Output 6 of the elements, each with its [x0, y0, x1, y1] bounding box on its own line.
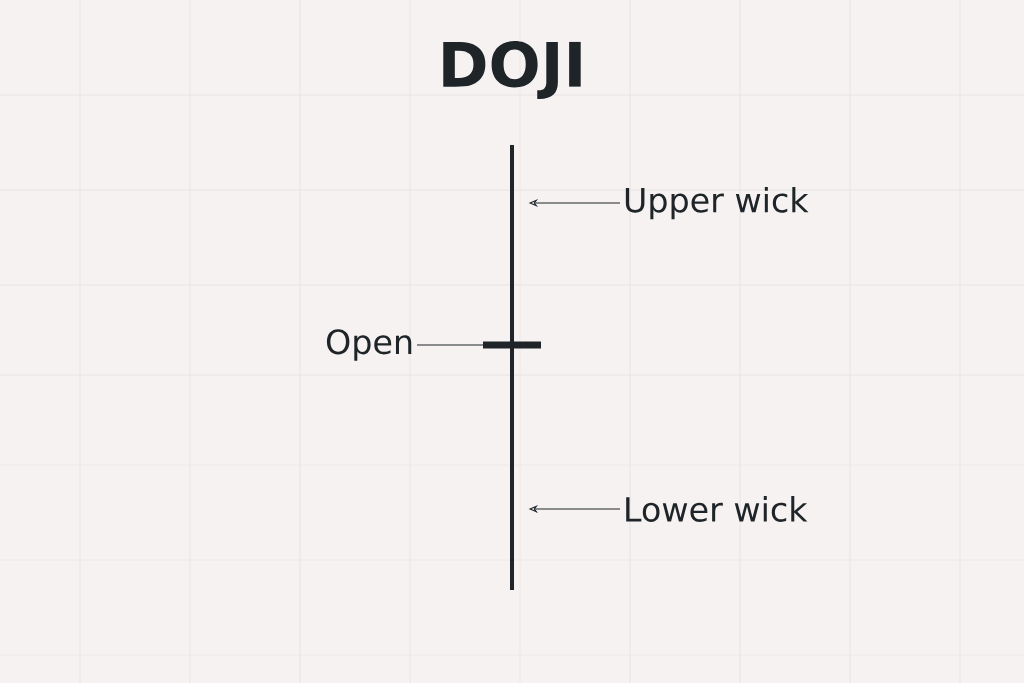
leader-line [416, 344, 484, 346]
title: DOJI [443, 41, 581, 99]
callout-label: Open [326, 329, 412, 361]
callout-label: Lower wick [626, 496, 808, 522]
callout-label: Upper wick [625, 186, 809, 220]
open-tick [483, 341, 541, 349]
